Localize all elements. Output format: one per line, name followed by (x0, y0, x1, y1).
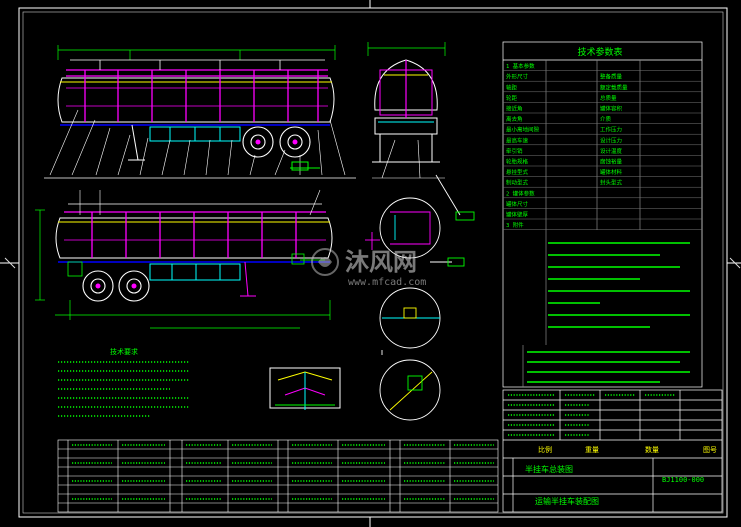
small-detail (269, 367, 341, 410)
spec-cell: 腐蚀裕量 (600, 158, 623, 166)
spec-cell: 离去角 (506, 115, 523, 123)
spec-cell: 设计温度 (600, 147, 623, 155)
watermark-url: www.mfcad.com (348, 277, 426, 288)
end-view (367, 42, 446, 179)
spec-cell: 牵引销 (506, 147, 523, 155)
spec-cell: 罐体壁厚 (506, 211, 529, 219)
spec-cell: 总质量 (600, 94, 617, 102)
spec-cell: 额定载质量 (600, 83, 628, 91)
spec-table-grid (502, 41, 703, 388)
spec-cell: 设计压力 (600, 136, 622, 144)
watermark-logo-icon (311, 248, 339, 276)
spec-cell: 封头型式 (600, 179, 623, 187)
title-col-1: 比例 (538, 445, 552, 454)
spec-cell: 制动型式 (506, 179, 529, 187)
spec-cell: 罐体材料 (600, 168, 623, 176)
spec-cell: 轴距 (506, 83, 518, 91)
spec-cell: 轮距 (506, 94, 518, 102)
title-block-code: BJ1100-000 (662, 476, 704, 484)
spec-cell: 2 罐体参数 (506, 189, 535, 197)
watermark-brand: 沐风网 (345, 248, 417, 276)
watermark: 沐风网 www.mfcad.com (311, 248, 426, 288)
spec-cell: 罐体尺寸 (506, 200, 529, 208)
spec-cell: 介质 (600, 115, 612, 123)
title-block-fills (508, 394, 675, 436)
spec-cell: 悬挂型式 (506, 168, 529, 176)
spec-cell: 工作压力 (600, 126, 622, 134)
spec-cell: 外形尺寸 (506, 73, 529, 81)
side-view-bottom (35, 189, 333, 329)
tech-notes: 技术要求 (58, 347, 190, 417)
spec-cell: 最高车速 (506, 136, 529, 144)
title-col-2: 重量 (585, 446, 599, 454)
tech-notes-label: 技术要求 (110, 347, 138, 356)
spec-cell: 轮胎规格 (506, 158, 529, 166)
bom-text-strokes (72, 444, 494, 500)
title-block-name2: 运输半挂车装配图 (535, 496, 599, 506)
spec-cell: 整备质量 (600, 73, 623, 81)
spec-cell: 3 附件 (506, 221, 524, 229)
side-view-top (44, 45, 356, 179)
detail-views (365, 174, 475, 421)
spec-cell: 最小离地间隙 (506, 126, 540, 134)
spec-cell: 1 基本参数 (506, 62, 535, 70)
spec-cell: 接近角 (506, 105, 523, 113)
spec-cell: 罐体容积 (600, 105, 623, 113)
bom-table (57, 439, 499, 513)
title-block-name: 半挂车总装图 (525, 464, 573, 474)
title-block (502, 389, 723, 513)
title-col-3: 数量 (645, 445, 659, 454)
spec-table-title: 技术参数表 (577, 46, 622, 58)
title-col-4: 图号 (703, 446, 717, 454)
spec-notes-lines (527, 242, 690, 383)
